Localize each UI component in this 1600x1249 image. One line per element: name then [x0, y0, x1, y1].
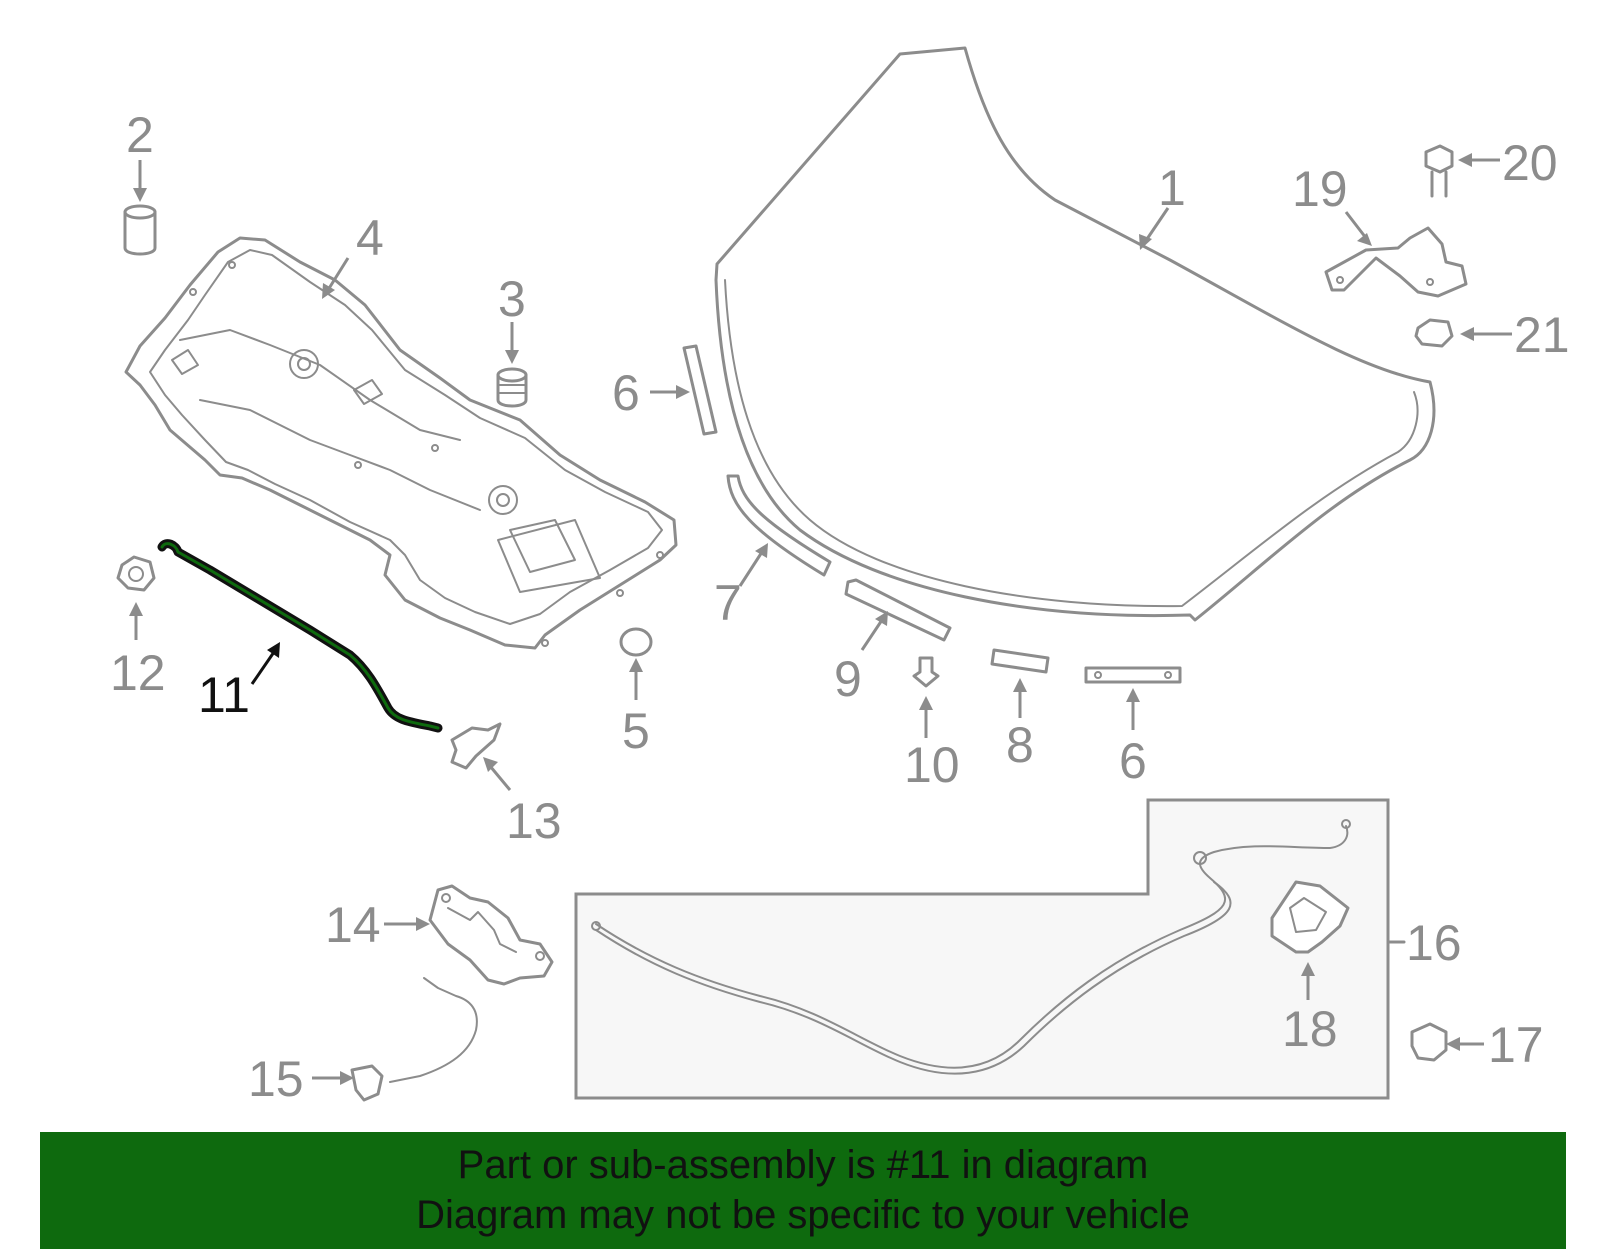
grommet-part-5: 5	[619, 627, 653, 759]
callout-18: 18	[1282, 1001, 1338, 1057]
bolt-part-20: 20	[1424, 135, 1558, 198]
callout-16: 16	[1406, 915, 1462, 971]
release-handle-part-18: 18	[1270, 880, 1350, 1057]
callout-3: 3	[498, 271, 526, 327]
hood-panel-part-1: 1	[714, 46, 1436, 622]
hood-hinge-part-19: 19	[1292, 161, 1468, 298]
callout-11: 11	[198, 667, 250, 723]
callout-10: 10	[904, 737, 960, 793]
callout-13: 13	[506, 793, 562, 849]
nut-part-21: 21	[1414, 307, 1570, 363]
hood-prop-rod-part-11: 11	[157, 539, 443, 733]
strip-part-9: 9	[834, 578, 952, 707]
callout-21: 21	[1514, 307, 1570, 363]
callout-5: 5	[622, 703, 650, 759]
callout-2: 2	[126, 107, 154, 163]
banner-line-2: Diagram may not be specific to your vehi…	[416, 1193, 1190, 1237]
clip-part-10: 10	[904, 656, 960, 793]
callout-4: 4	[356, 210, 384, 266]
callout-15: 15	[248, 1051, 304, 1107]
seal-part-8: 8	[990, 648, 1050, 773]
callout-9: 9	[834, 651, 862, 707]
bumper-part-3: 3	[496, 271, 528, 408]
callout-8: 8	[1006, 717, 1034, 773]
bumper-part-2: 2	[123, 107, 157, 256]
part-info-banner: Part or sub-assembly is #11 in diagram D…	[40, 1132, 1566, 1249]
callout-1: 1	[1158, 160, 1186, 216]
callout-19: 19	[1292, 161, 1348, 217]
weatherstrip-part-7: 7	[714, 474, 832, 631]
banner-line-1: Part or sub-assembly is #11 in diagram	[457, 1143, 1149, 1187]
callout-7: 7	[714, 575, 742, 631]
clip-part-17: 17	[1410, 1017, 1544, 1073]
callout-6b: 6	[1119, 733, 1147, 789]
seal-part-6-upper: 6	[612, 344, 718, 436]
callout-6a: 6	[612, 365, 640, 421]
hood-insulator-part-4: 4	[124, 210, 678, 650]
holder-part-13: 13	[450, 722, 562, 849]
seal-part-6-lower: 6	[1084, 666, 1182, 789]
callout-17: 17	[1488, 1017, 1544, 1073]
latch-cable-part-15: 15	[248, 977, 478, 1107]
hood-latch-part-14: 14	[325, 884, 554, 986]
callout-1-leader	[1143, 207, 1170, 243]
release-cable-assembly-part-16: 16	[574, 798, 1462, 1100]
callout-14: 14	[325, 897, 381, 953]
nut-part-12: 12	[110, 555, 166, 701]
callout-12: 12	[110, 645, 166, 701]
callout-20: 20	[1502, 135, 1558, 191]
